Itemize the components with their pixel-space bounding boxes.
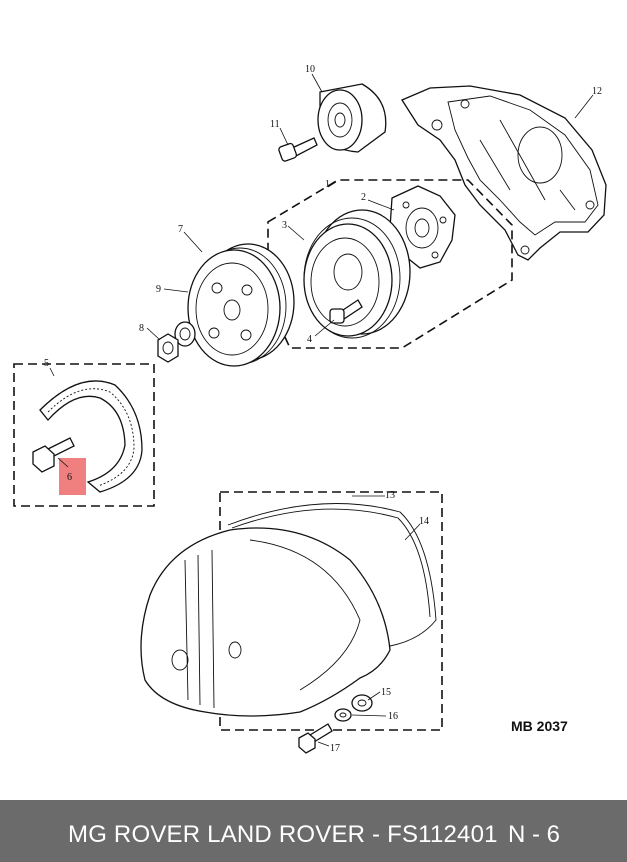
callout-10: 10: [305, 64, 315, 75]
nut-washer-part: [157, 321, 196, 363]
callout-13: 13: [385, 490, 395, 501]
callout-15: 15: [381, 687, 391, 698]
cover-bolt-part: [298, 723, 333, 754]
crankshaft-gear-part: [187, 243, 295, 367]
callout-9: 9: [156, 284, 161, 295]
gear-bolt-part: [329, 299, 363, 324]
washer-15-part: [351, 694, 373, 712]
belt-bolt-part: [32, 437, 75, 473]
diagram-canvas: 1 2 3 4 5 6 7 8 9 10 11 12 13 14 15 16 1…: [13, 64, 607, 754]
callout-12: 12: [592, 86, 602, 97]
callout-11: 11: [270, 119, 280, 130]
callout-8: 8: [139, 323, 144, 334]
callout-7: 7: [178, 224, 183, 235]
idler-pulley-part: [317, 83, 387, 153]
diagram-reference-code: MB 2037: [511, 718, 568, 734]
backplate-part: [401, 85, 607, 261]
callout-14: 14: [419, 516, 429, 527]
timing-cover-part: [140, 527, 391, 717]
footer-title: MG ROVER LAND ROVER - FS112401: [68, 821, 498, 848]
footer-bar: MG ROVER LAND ROVER - FS112401 N - 6: [0, 800, 627, 862]
idler-bolt-part: [278, 137, 318, 162]
callout-16: 16: [388, 711, 398, 722]
leader-lines: [49, 73, 594, 747]
callout-5: 5: [44, 358, 49, 369]
callout-17: 17: [330, 743, 340, 754]
highlight-marker: [59, 458, 86, 495]
callout-6: 6: [67, 472, 72, 483]
camshaft-gear-part: [303, 209, 411, 339]
callout-3: 3: [282, 220, 287, 231]
exploded-parts-diagram: 1 2 3 4 5 6 7 8 9 10 11 12 13 14 15 16 1…: [13, 64, 607, 754]
timing-belt-part: [39, 380, 143, 493]
callout-4: 4: [307, 334, 312, 345]
assembly-group-box-5: [13, 363, 155, 507]
washer-16-part: [334, 708, 352, 722]
footer-code: N - 6: [508, 821, 561, 848]
callout-1: 1: [325, 179, 330, 190]
callout-2: 2: [361, 192, 366, 203]
